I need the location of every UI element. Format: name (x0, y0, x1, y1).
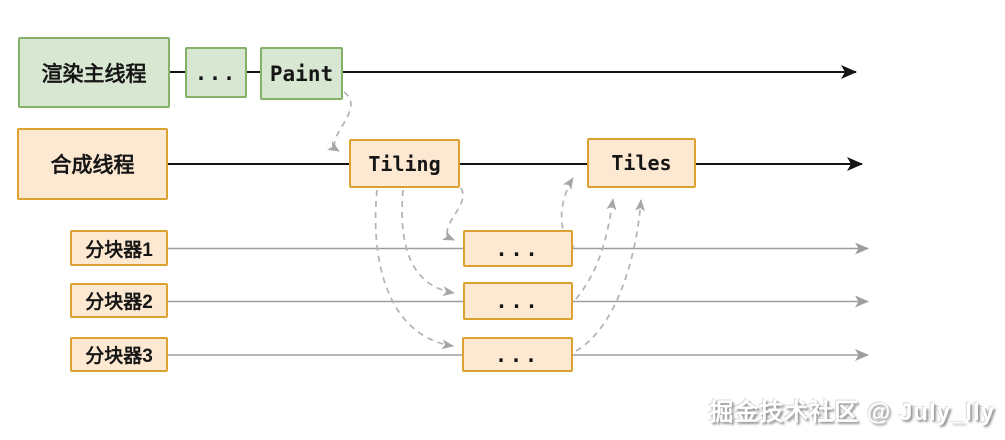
lane-label-tiler-3: 分块器3 (70, 337, 168, 372)
main-thread-ellipsis-box: ... (185, 47, 247, 98)
tiler-1-ellipsis-box: ... (463, 230, 573, 267)
lane-label-tiler-1: 分块器1 (70, 230, 168, 266)
flow-tiling-to-tiler2 (401, 189, 455, 297)
paint-box: Paint (260, 47, 343, 100)
tiles-box: Tiles (587, 138, 696, 188)
flow-tiler2-to-tiles (575, 198, 617, 300)
flow-tiler1-to-tiles (560, 177, 575, 248)
flow-tiling-to-tiler3 (374, 189, 454, 350)
flow-tiling-to-tiler1 (441, 187, 464, 241)
tiler-2-ellipsis-box: ... (463, 282, 573, 320)
flow-tiler3-to-tiles (575, 199, 646, 352)
lane-label-compositor-thread: 合成线程 (17, 128, 168, 200)
lane-label-tiler-2: 分块器2 (70, 283, 168, 318)
watermark: 掘金技术社区 @ July_lly (709, 398, 995, 426)
flow-paint-to-tiling (326, 91, 352, 152)
tiling-box: Tiling (349, 139, 460, 188)
lane-label-render-main-thread: 渲染主线程 (18, 37, 170, 108)
tiler-3-ellipsis-box: ... (462, 337, 573, 372)
